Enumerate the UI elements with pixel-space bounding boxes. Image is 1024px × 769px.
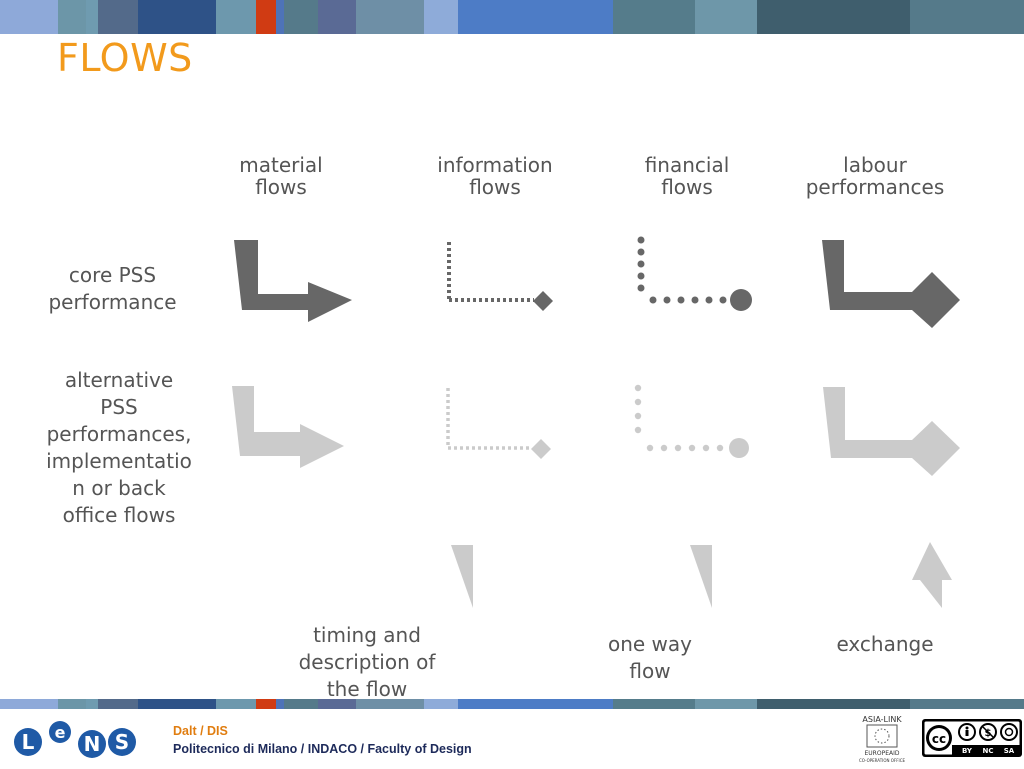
row-label-line: implementatio [46, 449, 192, 473]
row-label-core: core PSS performance [30, 262, 195, 316]
material-flow-core-arrow [234, 240, 352, 322]
legend-caption-timing: timing and description of the flow [277, 622, 457, 703]
row-label-alternative: alternative PSS performances, implementa… [30, 367, 208, 529]
information-flow-core-arrow [447, 242, 553, 311]
cc-label-nc: NC [983, 747, 994, 755]
one-way-legend-arrow [690, 545, 712, 608]
row-label-line: alternative [64, 368, 174, 392]
financial-flow-core-arrow [637, 236, 752, 311]
slide-title: FLOWS [57, 36, 193, 80]
svg-text:cc: cc [932, 732, 946, 746]
column-header-financial: financial flows [617, 154, 757, 198]
logo-letter: N [84, 732, 101, 756]
cc-label-by: BY [962, 747, 973, 755]
footer-affiliation: Politecnico di Milano / INDACO / Faculty… [173, 742, 472, 756]
column-header-information: information flows [420, 154, 570, 198]
timing-legend-arrow [451, 545, 473, 608]
footer-authors: Dalt / DIS [173, 724, 228, 738]
exchange-legend-arrow [912, 542, 952, 608]
europeaid-sub-label: CO-OPERATION OFFICE [859, 758, 905, 763]
row-label-line: performances, [46, 422, 192, 446]
legend-caption-line: one way [607, 632, 693, 656]
legend-caption-one-way: one way flow [590, 631, 710, 685]
europeaid-label: EUROPEAID [865, 750, 900, 757]
row-label-line: office flows [62, 503, 176, 527]
cc-label-sa: SA [1004, 747, 1015, 755]
lens-logo: L e N S [10, 718, 140, 768]
footer-credits: Dalt / DIS Politecnico di Milano / INDAC… [173, 722, 472, 758]
svg-text:$: $ [985, 728, 992, 739]
legend-caption-line: description of [298, 650, 436, 674]
asia-link-logo: ASIA-LINK EUROPEAID CO-OPERATION OFFICE [854, 713, 910, 769]
logo-letter: e [55, 723, 66, 742]
legend-caption-line: the flow [326, 677, 408, 701]
column-header-line: information [437, 153, 553, 177]
column-header-line: performances [805, 175, 945, 199]
row-label-line: core PSS [68, 263, 157, 287]
material-flow-alt-arrow [232, 386, 344, 468]
creative-commons-badge: cc $ BY NC SA [922, 719, 1022, 761]
row-label-line: PSS [100, 395, 138, 419]
top-color-stripe [0, 0, 1024, 34]
logo-letter: L [22, 730, 35, 754]
asia-link-label: ASIA-LINK [862, 715, 902, 724]
column-header-line: labour [843, 153, 907, 177]
row-label-line: n or back [72, 476, 166, 500]
column-header-line: material [239, 153, 323, 177]
information-flow-alt-arrow [446, 388, 551, 459]
column-header-labour: labour performances [790, 154, 960, 198]
labour-flow-alt-arrow [823, 387, 960, 476]
labour-flow-core-arrow [822, 240, 960, 328]
logo-letter: S [115, 730, 129, 754]
legend-caption-exchange: exchange [820, 631, 950, 658]
financial-flow-alt-arrow [634, 384, 749, 458]
column-header-line: financial [644, 153, 730, 177]
legend-caption-line: exchange [836, 632, 934, 656]
footer-color-stripe [0, 699, 1024, 709]
column-header-line: flows [255, 175, 307, 199]
legend-caption-line: timing and [313, 623, 421, 647]
column-header-line: flows [469, 175, 521, 199]
column-header-material: material flows [211, 154, 351, 198]
row-label-line: performance [48, 290, 177, 314]
legend-caption-line: flow [629, 659, 671, 683]
column-header-line: flows [661, 175, 713, 199]
